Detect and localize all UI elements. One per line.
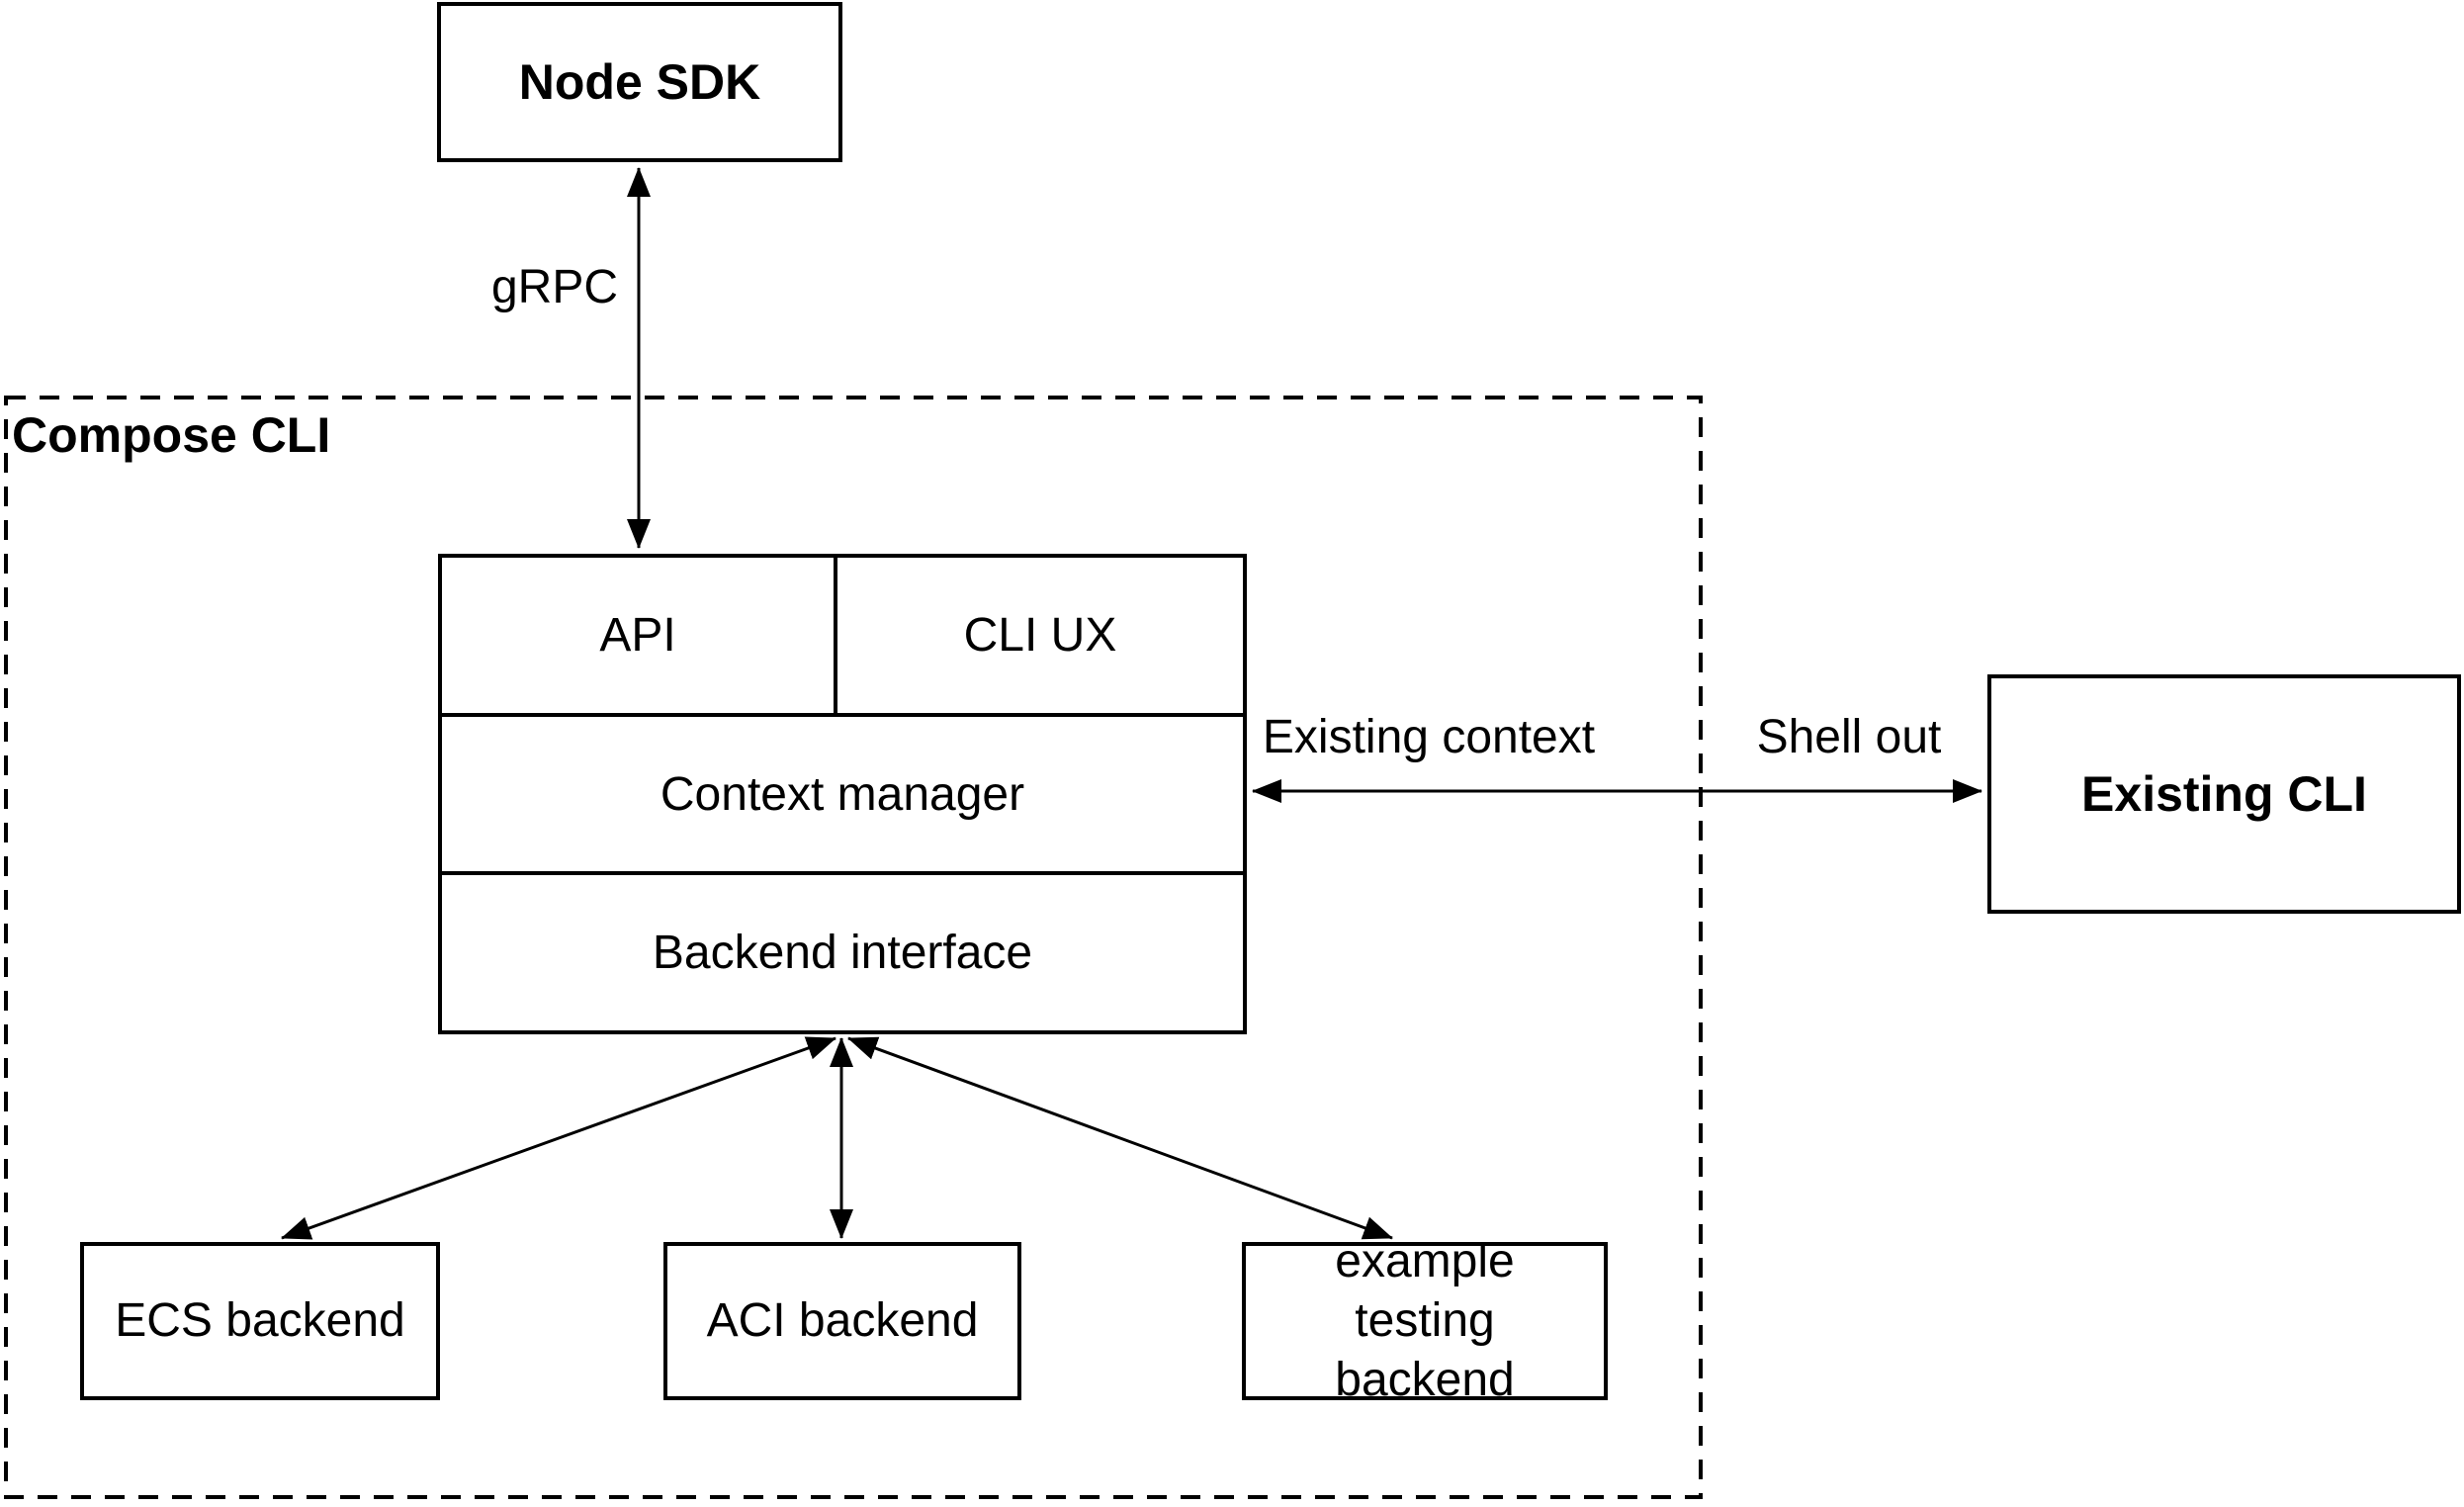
- compose-cli-label: Compose CLI: [12, 407, 331, 463]
- context-manager-label: Context manager: [660, 767, 1025, 821]
- ecs-backend-label: ECS backend: [115, 1294, 405, 1347]
- grpc-edge-label: gRPC: [490, 261, 618, 313]
- cli-ux-cell: CLI UX: [834, 558, 1243, 713]
- context-manager-cell: Context manager: [442, 717, 1243, 872]
- node-sdk-label: Node SDK: [518, 53, 761, 110]
- existing-context-edge-label: Existing context: [1262, 711, 1596, 763]
- shell-out-edge-label: Shell out: [1756, 711, 1942, 763]
- backend-interface-label: Backend interface: [652, 927, 1033, 980]
- example-backend-arrow: [847, 1036, 1393, 1240]
- ecs-backend-arrow: [281, 1036, 836, 1240]
- ecs-backend-box: ECS backend: [80, 1242, 440, 1400]
- example-testing-backend-box: example testing backend: [1242, 1235, 1608, 1406]
- compose-cli-stack-box: API CLI UX Context manager Backend inter…: [438, 554, 1247, 1034]
- compose-cli-container: [4, 396, 1703, 1499]
- stack-top-row: API CLI UX: [442, 558, 1243, 713]
- existing-cli-box: Existing CLI: [1987, 674, 2461, 914]
- cli-ux-label: CLI UX: [963, 608, 1117, 662]
- aci-backend-label: ACI backend: [706, 1294, 979, 1347]
- example-testing-backend-label: example testing backend: [1335, 1235, 1515, 1406]
- existing-cli-label: Existing CLI: [2081, 765, 2367, 822]
- aci-backend-box: ACI backend: [663, 1242, 1021, 1400]
- backend-interface-cell: Backend interface: [442, 875, 1243, 1030]
- node-sdk-box: Node SDK: [437, 2, 842, 162]
- context-manager-row: Context manager: [442, 712, 1243, 872]
- api-cell: API: [442, 558, 834, 713]
- backend-interface-row: Backend interface: [442, 871, 1243, 1030]
- api-label: API: [599, 608, 676, 662]
